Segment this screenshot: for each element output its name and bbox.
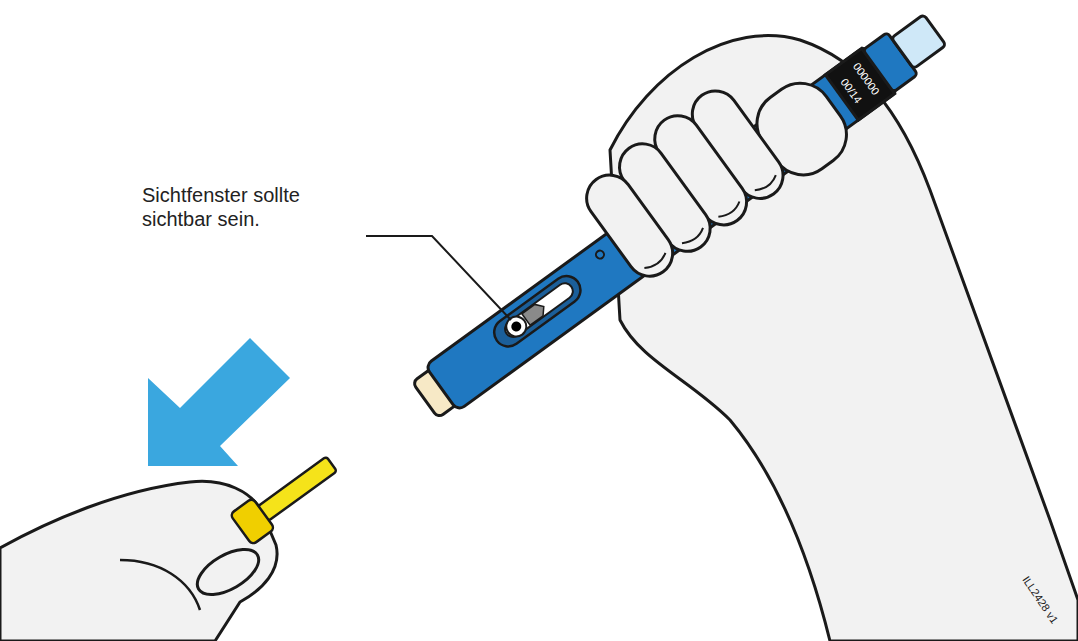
finger-line: [120, 560, 200, 610]
leader-line: [366, 236, 511, 320]
hand-lower: [0, 481, 277, 641]
injection-pen: [375, 0, 962, 437]
hand-back: [610, 36, 1078, 641]
figure-id: ILL2428 v1: [1019, 574, 1060, 626]
callout-label: Sichtfenster sollte sichtbar sein.: [142, 183, 362, 231]
pull-arrow: [148, 338, 290, 466]
thumb: [190, 540, 266, 603]
needle-cap: [230, 448, 343, 545]
